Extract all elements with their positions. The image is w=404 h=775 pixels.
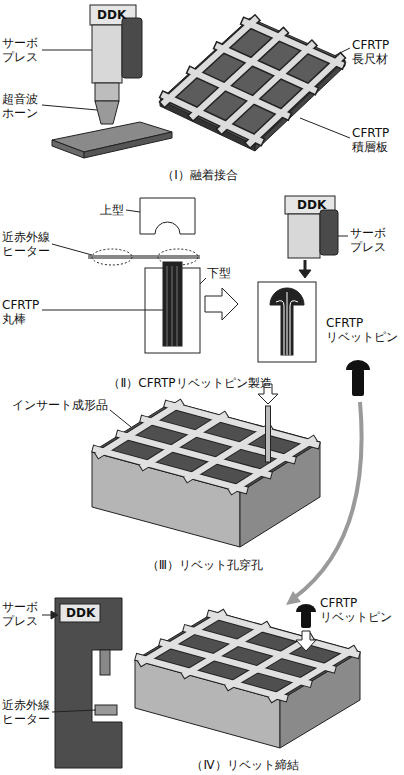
leader-line bbox=[52, 710, 96, 712]
fiber-lines bbox=[167, 266, 177, 346]
leader-line bbox=[200, 278, 206, 284]
workpiece-side bbox=[52, 140, 84, 158]
figure-caption: （Ⅳ）リベット締結 bbox=[191, 758, 298, 772]
part-label: 近赤外線 ヒーター bbox=[2, 698, 50, 726]
curved-arrow-head bbox=[286, 591, 301, 605]
press-arrow bbox=[304, 260, 307, 271]
press-arrow-head bbox=[299, 270, 311, 278]
member-bar bbox=[165, 20, 255, 102]
part-label: サーボ プレス bbox=[2, 600, 38, 628]
leader-line bbox=[300, 118, 350, 138]
member-bar bbox=[246, 22, 341, 64]
member-bar bbox=[250, 58, 340, 143]
servo-press bbox=[42, 598, 122, 768]
press-head bbox=[60, 604, 100, 622]
rivet-pin bbox=[296, 604, 316, 651]
figure-caption: （Ⅱ）CFRTPリベットピン製造 bbox=[108, 376, 271, 390]
long-members bbox=[165, 20, 341, 143]
member-bar bbox=[96, 450, 244, 490]
part-label: CFRTP リベットピン bbox=[326, 316, 398, 344]
member-bar bbox=[139, 658, 284, 698]
leader-line bbox=[338, 236, 348, 237]
rivet-head bbox=[346, 360, 370, 370]
drill bbox=[110, 384, 278, 462]
part-label: CFRTP 長尺材 bbox=[352, 38, 389, 66]
round-bar bbox=[163, 262, 182, 346]
forming-dies bbox=[88, 198, 238, 353]
brand-mark: DDK bbox=[97, 8, 126, 22]
fiber-lines bbox=[276, 292, 298, 355]
member-bar bbox=[193, 33, 283, 116]
horn-base bbox=[95, 83, 119, 101]
figure-caption: （Ⅲ）リベット孔穿孔 bbox=[147, 558, 263, 572]
grid-members bbox=[96, 404, 316, 490]
heater bbox=[95, 705, 117, 715]
part-label: 下型 bbox=[207, 266, 231, 280]
leader-line bbox=[52, 244, 92, 255]
member-bar bbox=[192, 71, 287, 115]
part-label: CFRTP リベットピン bbox=[320, 596, 392, 624]
workpiece-side bbox=[84, 132, 172, 158]
leader-arrow-head bbox=[51, 611, 58, 619]
rivet-pin bbox=[346, 360, 370, 396]
member-bar bbox=[163, 643, 308, 683]
part-label: 超音波 ホーン bbox=[2, 92, 38, 120]
member-bar bbox=[187, 629, 332, 669]
box-top bbox=[135, 612, 360, 700]
grid-members bbox=[96, 404, 316, 490]
rivet-shaft bbox=[352, 369, 364, 396]
leader-line bbox=[126, 210, 140, 212]
long-members bbox=[165, 20, 341, 143]
leader-line bbox=[42, 310, 163, 311]
heading-die bbox=[258, 282, 316, 362]
brand-mark: DDK bbox=[66, 606, 95, 620]
servo-press bbox=[52, 5, 172, 158]
rivet-head bbox=[296, 604, 316, 612]
part-label: 近赤外線 ヒーター bbox=[2, 230, 50, 258]
figure-caption: （Ⅰ）融着接合 bbox=[162, 168, 238, 182]
leader-line bbox=[42, 105, 97, 110]
member-outline bbox=[192, 71, 287, 115]
member-outline bbox=[165, 96, 260, 141]
member-bar bbox=[165, 96, 260, 141]
fastened-part bbox=[135, 612, 360, 748]
insert-molded-part bbox=[92, 402, 320, 547]
member-bar bbox=[219, 47, 314, 90]
leader-line bbox=[42, 50, 92, 51]
rivet-shaft bbox=[301, 611, 311, 628]
process-arrow bbox=[205, 288, 238, 320]
part-label: CFRTP 積層板 bbox=[352, 126, 389, 154]
press-motor bbox=[122, 18, 142, 78]
heater-rod bbox=[88, 255, 200, 259]
leader-line bbox=[110, 410, 131, 427]
member-bar bbox=[120, 435, 268, 475]
grid-members bbox=[139, 614, 356, 698]
laminate-panel bbox=[160, 18, 345, 151]
member-bar bbox=[168, 405, 316, 445]
part-label: CFRTP 丸棒 bbox=[2, 298, 39, 326]
part-label: サーボ プレス bbox=[350, 226, 386, 254]
press-body bbox=[92, 25, 122, 83]
part-label: インサート成形品 bbox=[12, 398, 108, 412]
member-bar bbox=[222, 45, 312, 129]
c-frame bbox=[55, 598, 122, 768]
drill-bit bbox=[266, 406, 271, 462]
part-label: サーボ プレス bbox=[2, 36, 38, 64]
part-label: 上型 bbox=[100, 203, 124, 217]
insert-arrow bbox=[296, 631, 316, 651]
press-motor bbox=[320, 210, 338, 255]
press-body bbox=[288, 214, 320, 258]
ultrasonic-horn bbox=[95, 101, 119, 124]
panel-top bbox=[160, 18, 345, 145]
brand-mark: DDK bbox=[297, 198, 326, 212]
upper-die bbox=[140, 198, 195, 234]
grid-members bbox=[139, 614, 356, 698]
box-top bbox=[92, 402, 320, 492]
press-ram bbox=[100, 650, 110, 675]
heater-zone bbox=[92, 249, 132, 265]
